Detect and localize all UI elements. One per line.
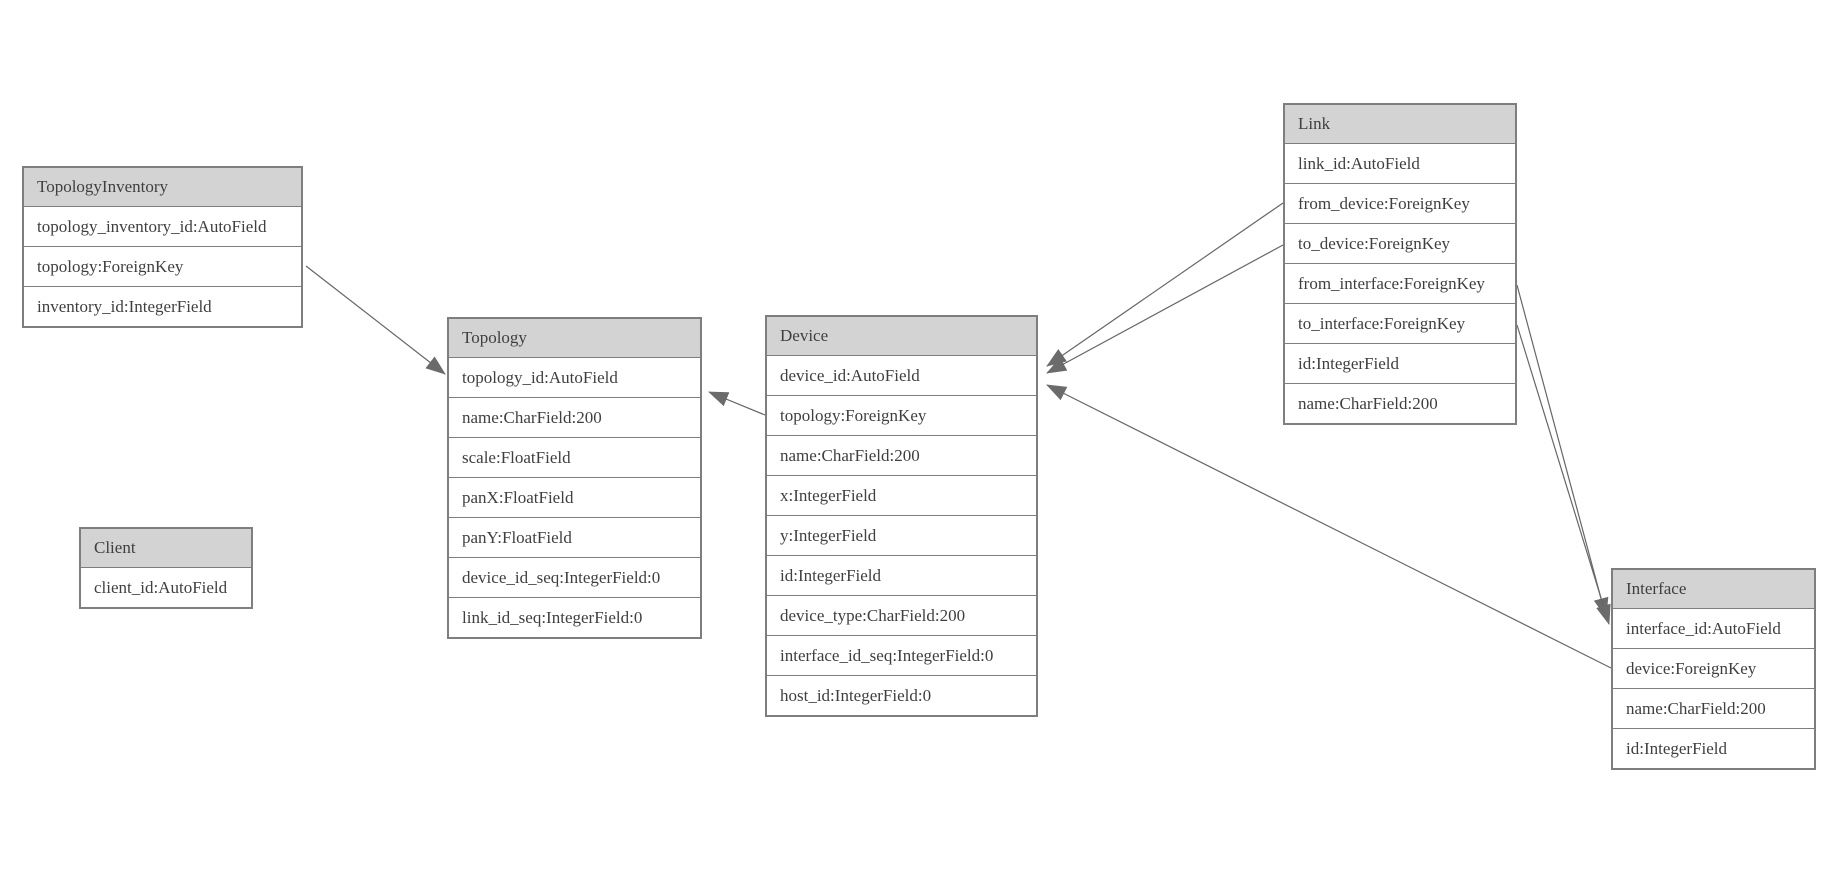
relation-link-to_interface-to-interface [1516,324,1611,625]
entity-field-row: device_id_seq:IntegerField:0 [449,558,700,598]
entity-field-row: client_id:AutoField [81,568,251,607]
entity-field-row: name:CharField:200 [1285,384,1515,423]
entity-field-row: device_id:AutoField [767,356,1036,396]
entity-field-row: to_device:ForeignKey [1285,224,1515,264]
entity-field-row: name:CharField:200 [1613,689,1814,729]
entity-field-row: topology:ForeignKey [767,396,1036,436]
entity-field-row: device_type:CharField:200 [767,596,1036,636]
entity-title: Device [767,317,1036,356]
entity-title: Interface [1613,570,1814,609]
entity-field-row: device:ForeignKey [1613,649,1814,689]
entity-title: Topology [449,319,700,358]
entity-field-row: topology_id:AutoField [449,358,700,398]
entity-field-row: from_device:ForeignKey [1285,184,1515,224]
relation-interface-device-to-device [1046,384,1612,669]
entity-title: Client [81,529,251,568]
entity-field-row: topology_inventory_id:AutoField [24,207,301,247]
entity-field-row: scale:FloatField [449,438,700,478]
entity-field-row: name:CharField:200 [767,436,1036,476]
entity-field-row: panX:FloatField [449,478,700,518]
relation-link-to_device-to-device [1046,244,1284,374]
entity-field-row: x:IntegerField [767,476,1036,516]
entity-field-row: name:CharField:200 [449,398,700,438]
entity-field-row: id:IntegerField [767,556,1036,596]
entity-field-row: from_interface:ForeignKey [1285,264,1515,304]
entity-title: TopologyInventory [24,168,301,207]
entity-field-row: link_id:AutoField [1285,144,1515,184]
entity-field-row: y:IntegerField [767,516,1036,556]
entity-field-row: panY:FloatField [449,518,700,558]
relation-topologyinventory-topology-to-topology [305,265,446,375]
entity-title: Link [1285,105,1515,144]
entity-field-row: interface_id:AutoField [1613,609,1814,649]
entity-field-row: host_id:IntegerField:0 [767,676,1036,715]
entity-field-row: to_interface:ForeignKey [1285,304,1515,344]
entity-field-row: inventory_id:IntegerField [24,287,301,326]
relation-device-topology-to-topology [708,391,766,416]
entity-field-row: topology:ForeignKey [24,247,301,287]
entity-field-row: interface_id_seq:IntegerField:0 [767,636,1036,676]
entity-field-row: link_id_seq:IntegerField:0 [449,598,700,637]
entity-field-row: id:IntegerField [1285,344,1515,384]
entity-field-row: id:IntegerField [1613,729,1814,768]
relation-link-from_device-to-device [1046,202,1284,367]
relation-link-from_interface-to-interface [1516,284,1609,618]
